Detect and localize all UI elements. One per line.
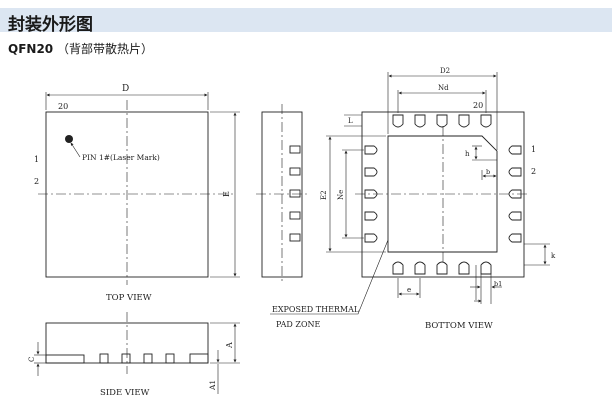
exposed-thermal-pad [387, 135, 498, 253]
dim-h-label: h [465, 150, 470, 158]
exposed-pad-line1: EXPOSED THERMAL [272, 305, 360, 314]
right-side-view [256, 104, 308, 284]
bottom-pin [364, 211, 378, 221]
dim-b-label: b [486, 168, 490, 176]
side-view [34, 312, 240, 394]
side-pad [45, 354, 85, 364]
dim-e-pitch-label: e [407, 286, 411, 294]
bottom-pin1-label: 1 [531, 145, 536, 154]
bottom-pin [480, 114, 492, 128]
side-pin [165, 353, 175, 364]
dim-b1-label: b1 [494, 280, 502, 288]
right-side-pin [289, 167, 301, 176]
bottom-pin [392, 261, 404, 275]
bottom-pin [508, 233, 522, 243]
bottom-pin [508, 211, 522, 221]
pin1-dot [65, 135, 73, 143]
right-side-pin [289, 189, 301, 198]
bottom-pin [364, 233, 378, 243]
top-view-caption: TOP VIEW [106, 293, 152, 303]
bottom-pin20-label: 20 [473, 101, 483, 110]
bottom-view-body [361, 111, 525, 278]
dim-k-label: k [551, 252, 556, 260]
package-subtitle: QFN20 （背部带散热片） [8, 40, 153, 57]
bottom-pin [392, 114, 404, 128]
dim-l-label: L [348, 117, 353, 125]
exposed-pad-leader [270, 239, 389, 315]
dim-a1-label: A1 [208, 380, 217, 391]
top-pin-count-label: 20 [58, 102, 68, 111]
title-bar [0, 8, 612, 32]
right-side-pin [289, 211, 301, 220]
bottom-pin [436, 114, 448, 128]
bottom-pin [458, 114, 470, 128]
bottom-pin [436, 261, 448, 275]
pin1-note: PIN 1#(Laser Mark) [82, 153, 160, 162]
bottom-pin [414, 114, 426, 128]
bottom-pin [480, 261, 492, 275]
dim-c-label: C [28, 357, 36, 362]
package-name: QFN20 [8, 42, 54, 56]
bottom-pin [364, 167, 378, 177]
dim-e2-label: E2 [320, 190, 328, 200]
bottom-view-caption: BOTTOM VIEW [425, 321, 493, 331]
package-note: （背部带散热片） [56, 42, 153, 56]
top-view [38, 92, 240, 285]
bottom-pin [508, 189, 522, 199]
pin1-leader [70, 142, 81, 158]
right-side-pin [289, 233, 301, 242]
side-pin [99, 353, 109, 364]
side-view-caption: SIDE VIEW [100, 388, 150, 398]
bottom-pin [364, 145, 378, 155]
bottom-pin [364, 189, 378, 199]
bottom-pin2-label: 2 [531, 167, 536, 176]
side-pad [189, 353, 209, 364]
bottom-view [270, 72, 550, 315]
side-pin [143, 353, 153, 364]
dim-nd-label: Nd [438, 84, 449, 92]
top-pin2-label: 2 [34, 177, 39, 186]
dim-d-label: D [122, 84, 129, 94]
top-pin1-label: 1 [34, 155, 39, 164]
dim-ne-label: Ne [337, 190, 345, 200]
dim-e-label: E [222, 191, 231, 197]
bottom-pin [458, 261, 470, 275]
page-title: 封装外形图 [8, 15, 93, 35]
exposed-pad-line2: PAD ZONE [276, 320, 321, 329]
dim-a-label: A [225, 342, 234, 349]
bottom-pin [508, 145, 522, 155]
bottom-pin [508, 167, 522, 177]
side-pin [121, 353, 131, 364]
bottom-pin [414, 261, 426, 275]
dim-d2-label: D2 [440, 67, 450, 75]
right-side-pin [289, 145, 301, 154]
